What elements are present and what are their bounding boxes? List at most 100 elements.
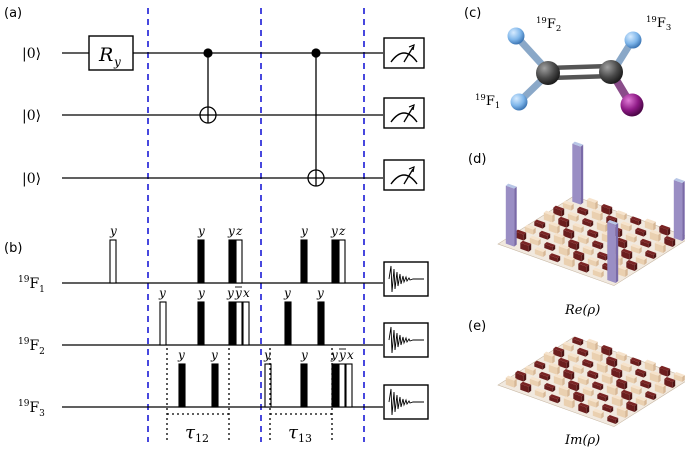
pulse-filled: [317, 301, 325, 346]
matrix-bar: [607, 415, 619, 424]
atom-label-f2: 19F2: [536, 16, 561, 34]
matrix-bar: [548, 362, 560, 375]
matrix-bar: [544, 383, 556, 392]
carbon-atom-2: [599, 60, 623, 84]
matrix-bar: [592, 267, 604, 278]
matrix-bar: [616, 265, 628, 277]
matrix-bar: [539, 230, 551, 240]
matrix-bar: [572, 336, 584, 346]
pulse-label: y: [283, 286, 291, 300]
matrix-bar: [602, 403, 614, 413]
matrix-bar: [635, 227, 647, 237]
matrix-bar: [534, 219, 546, 229]
fid-signal-2: [383, 322, 429, 358]
pulse-filled: [228, 239, 236, 284]
matrix-bar: [568, 239, 580, 251]
matrix-bar: [558, 357, 570, 369]
fluorine-atom-f1: [510, 93, 528, 111]
matrix-bar: [621, 248, 633, 260]
matrix-bar: [644, 359, 656, 372]
pulse-filled: [211, 363, 219, 408]
fluorine-atom-f3: [624, 31, 642, 49]
control-dot-2: [311, 48, 321, 58]
pulse-open: [235, 239, 243, 284]
iodine-atom: [620, 93, 644, 117]
pulse-open: [109, 239, 117, 284]
pulse-label: y: [263, 348, 271, 362]
pulse-filled: [284, 301, 292, 346]
matrix-bar: [616, 406, 628, 418]
matrix-bar: [645, 391, 657, 400]
ket-zero-3: |0⟩: [22, 171, 41, 187]
matrix-bar: [578, 261, 590, 273]
matrix-label-im: Im(ρ): [564, 433, 600, 448]
matrix-bar: [659, 365, 671, 377]
tau12-label: τ12: [185, 422, 209, 445]
matrix-bar: [572, 364, 584, 374]
pulse-filled: [331, 363, 339, 408]
matrix-bar: [577, 375, 589, 386]
pulse-filled: [300, 239, 308, 284]
matrix-bar: [586, 197, 598, 210]
matrix-bar: [543, 210, 555, 223]
matrix-bar: [616, 378, 628, 390]
matrix-bar: [654, 382, 666, 394]
matrix-bar: [558, 216, 570, 228]
matrix-bar: [606, 383, 618, 396]
matrix-bar: [587, 256, 599, 267]
matrix-bar: [591, 209, 603, 221]
matrix-bar: [515, 370, 527, 382]
matrix-bar: [649, 229, 661, 242]
matrix-bar: [611, 367, 623, 379]
panel-label-d: (d): [468, 152, 486, 167]
matrix-bar: [601, 204, 613, 215]
pulse-label: y: [197, 286, 205, 300]
matrix-bar: [591, 350, 603, 362]
matrix-bar: [562, 200, 574, 211]
ket-zero-2: |0⟩: [22, 108, 41, 124]
atom-label-f1: 19F1: [475, 93, 500, 111]
matrix-bar: [539, 371, 551, 381]
matrix-bar: [596, 220, 608, 233]
matrix-bar: [582, 245, 594, 256]
fid-signal-3: [383, 384, 429, 420]
matrix-bar: [601, 345, 613, 356]
matrix-bar: [586, 338, 598, 351]
pulses-f1: [109, 239, 346, 284]
pulse-open: [159, 301, 167, 346]
pulse-open: [264, 363, 272, 408]
matrix-bar: [625, 373, 637, 384]
matrix-bar: [553, 233, 565, 245]
pulse-label: y: [330, 224, 338, 238]
matrix-bar: [626, 401, 638, 412]
pulses-f3: [178, 363, 353, 408]
cnot-gate-2: [307, 48, 325, 187]
pulse-label: y: [338, 348, 346, 362]
matrix-bar: [596, 361, 608, 374]
cnot-gate-1: [199, 48, 217, 124]
matrix-bar-tall: [505, 183, 517, 247]
pulse-panel: 19F1 19F2 19F3 y y y z y y z: [18, 224, 429, 445]
matrix-bar: [558, 385, 570, 398]
pulse-open: [242, 301, 250, 346]
pulse-label: z: [338, 224, 346, 238]
matrix-bar: [524, 365, 536, 376]
control-dot-1: [203, 48, 213, 58]
ry-gate: R y: [88, 35, 134, 71]
matrix-bar: [664, 377, 676, 388]
pulse-labels-f1: y y y z y y z: [109, 224, 346, 238]
measurement-meter-3: [383, 159, 425, 191]
matrix-bar: [606, 356, 618, 368]
matrix-bar: [640, 379, 652, 389]
matrix-bar: [644, 218, 656, 231]
matrix-bar: [659, 224, 671, 236]
panel-label-e: (e): [468, 319, 486, 334]
matrix-bar: [621, 389, 633, 401]
matrix-bar: [577, 206, 589, 216]
pulse-label: y: [109, 224, 117, 238]
ry-gate-label: R: [98, 44, 113, 66]
matrix-bar: [524, 224, 536, 235]
measurement-meter-1: [383, 37, 425, 69]
pulse-filled: [228, 301, 236, 346]
